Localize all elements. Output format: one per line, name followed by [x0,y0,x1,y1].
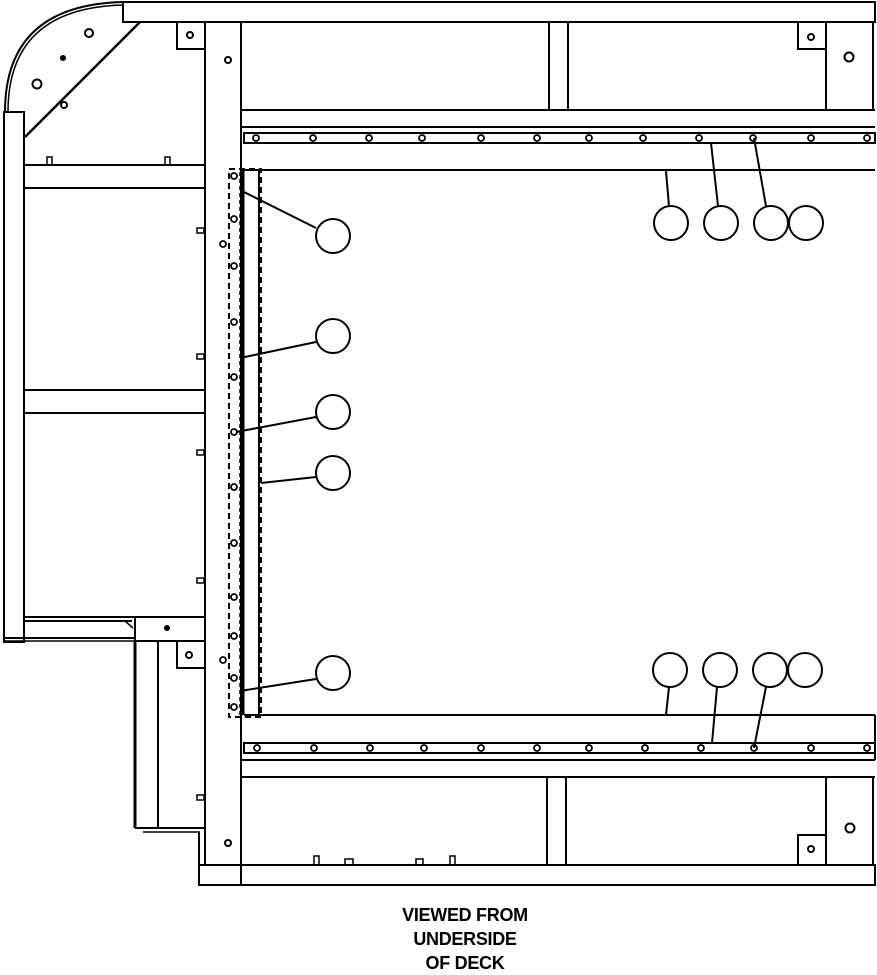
caption-line-2: UNDERSIDE [413,929,517,949]
corner-plate [4,1,141,138]
hidden-channel-outline [228,168,262,718]
caption-line-1: VIEWED FROM [402,905,528,925]
bottom-bolt-row [253,744,871,752]
top-bolt-row [252,134,871,142]
caption-line-3: OF DECK [425,953,505,973]
callouts-left [235,189,351,692]
top-beam [122,1,876,23]
view-caption: VIEWED FROM UNDERSIDE OF DECK [340,903,590,975]
bottom-beam [198,864,876,886]
left-rail [3,111,25,643]
callouts-top-right [653,137,824,241]
callouts-bottom-right [652,652,823,749]
